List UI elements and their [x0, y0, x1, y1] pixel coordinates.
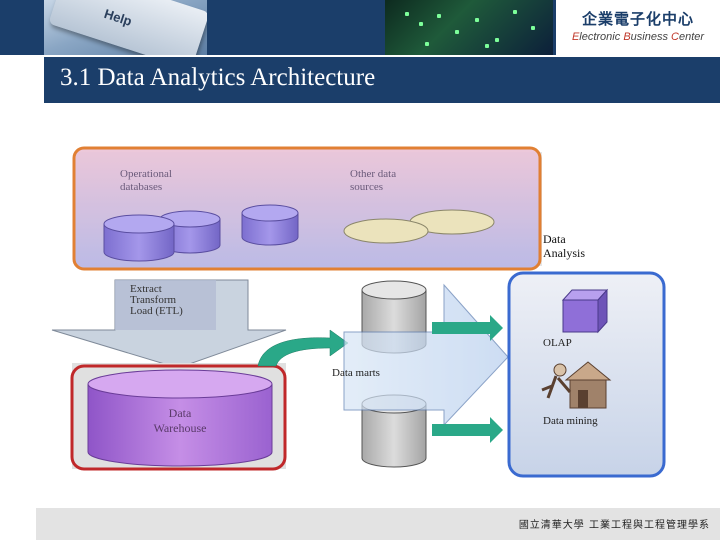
operational-label-line2: databases: [120, 181, 162, 193]
operational-database-icon: [159, 210, 221, 254]
etl-label-line2: Transform: [130, 294, 176, 306]
datamart-to-olap-arrow: [432, 315, 503, 341]
other-source-disc-icon: [343, 218, 429, 244]
olap-label: OLAP: [543, 337, 572, 349]
logo: 企業電子化中心 Electronic Business Center: [556, 0, 720, 55]
logo-subtitle: Electronic Business Center: [571, 31, 705, 43]
footer-text: 國立清華大學 工業工程與工程管理學系: [518, 520, 710, 531]
warehouse-label-line1: Data: [169, 406, 192, 420]
keyboard-photo: Help: [44, 0, 207, 55]
title-bar: [44, 57, 720, 103]
datamart-to-mining-arrow: [432, 417, 503, 443]
page-title: 3.1 Data Analytics Architecture: [60, 64, 376, 91]
olap-cube-icon: [561, 288, 609, 334]
data-analysis-group: OLAP Data mining: [507, 271, 666, 478]
logo-title: 企業電子化中心: [581, 10, 694, 28]
etl-arrow: Extract Transform Load (ETL): [51, 279, 287, 369]
data-mining-label: Data mining: [543, 415, 598, 427]
data-sources-group: Operational databases Other data sources: [72, 146, 542, 271]
etl-label-line3: Load (ETL): [130, 305, 183, 317]
datamarts-label: Data marts: [332, 367, 380, 379]
data-analysis-label-line1: Data: [543, 232, 566, 246]
footer-bar: 國立清華大學 工業工程與工程管理學系: [36, 508, 720, 540]
other-sources-label-line2: sources: [350, 181, 383, 193]
operational-database-icon: [241, 204, 299, 246]
warehouse-to-datamart-arrow: [257, 329, 349, 367]
warehouse-border: [70, 364, 287, 471]
other-sources-label-line1: Other data: [350, 168, 396, 180]
circuit-photo: [385, 0, 553, 55]
data-mining-icon: [541, 361, 612, 409]
data-warehouse: Data Warehouse: [70, 363, 287, 471]
operational-database-icon: [103, 214, 175, 262]
operational-label-line1: Operational: [120, 168, 172, 180]
data-analysis-label-line2: Analysis: [543, 246, 585, 260]
etl-label-line1: Extract: [130, 283, 162, 295]
warehouse-label-line2: Warehouse: [153, 421, 206, 435]
